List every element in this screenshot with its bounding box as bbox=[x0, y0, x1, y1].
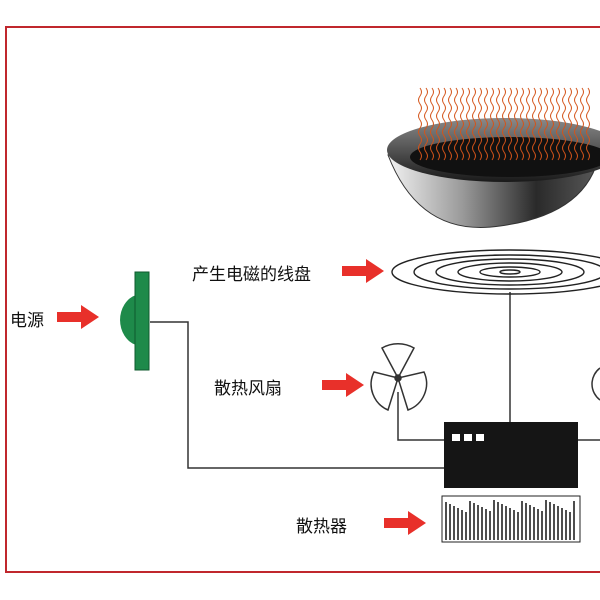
power-switch-icon bbox=[120, 271, 150, 371]
heat-line bbox=[544, 87, 548, 161]
heat-line bbox=[442, 87, 446, 161]
heat-line bbox=[448, 87, 452, 161]
heat-line bbox=[490, 87, 494, 161]
heat-line bbox=[460, 87, 464, 161]
heatsink-icon bbox=[441, 495, 581, 543]
heat-line bbox=[538, 87, 542, 161]
fan-icon bbox=[370, 342, 428, 412]
heat-line bbox=[478, 87, 482, 161]
heat-line bbox=[466, 87, 470, 161]
arrow-heatsink bbox=[384, 511, 426, 535]
heat-line bbox=[436, 87, 440, 161]
heat-line bbox=[550, 87, 554, 161]
heat-line bbox=[520, 87, 524, 161]
wiring bbox=[150, 292, 600, 469]
heat-line bbox=[556, 87, 560, 161]
heat-line bbox=[502, 87, 506, 161]
heat-line bbox=[568, 87, 572, 161]
label-power: 电源 bbox=[10, 311, 44, 331]
arrow-power bbox=[57, 305, 99, 329]
arrow-coil bbox=[342, 259, 384, 283]
label-heatsink: 散热器 bbox=[296, 517, 347, 537]
coil-icon bbox=[391, 249, 600, 295]
diagram-border bbox=[5, 26, 600, 573]
heat-line bbox=[514, 87, 518, 161]
heat-line bbox=[574, 87, 578, 161]
heat-line bbox=[472, 87, 476, 161]
heat-line bbox=[454, 87, 458, 161]
control-box-icon bbox=[444, 422, 578, 488]
heat-line bbox=[424, 87, 428, 161]
fan-icon-right-partial bbox=[591, 367, 600, 401]
heat-line bbox=[562, 87, 566, 161]
heat-line bbox=[586, 87, 590, 161]
heat-line bbox=[418, 87, 422, 161]
heat-line bbox=[496, 87, 500, 161]
heat-line bbox=[484, 87, 488, 161]
heat-line bbox=[580, 87, 584, 161]
heat-line bbox=[532, 87, 536, 161]
label-coil: 产生电磁的线盘 bbox=[192, 265, 311, 285]
label-fan: 散热风扇 bbox=[214, 379, 282, 399]
heat-line bbox=[508, 87, 512, 161]
heat-lines bbox=[418, 87, 590, 161]
heat-line bbox=[430, 87, 434, 161]
heat-line bbox=[526, 87, 530, 161]
arrow-fan bbox=[322, 373, 364, 397]
